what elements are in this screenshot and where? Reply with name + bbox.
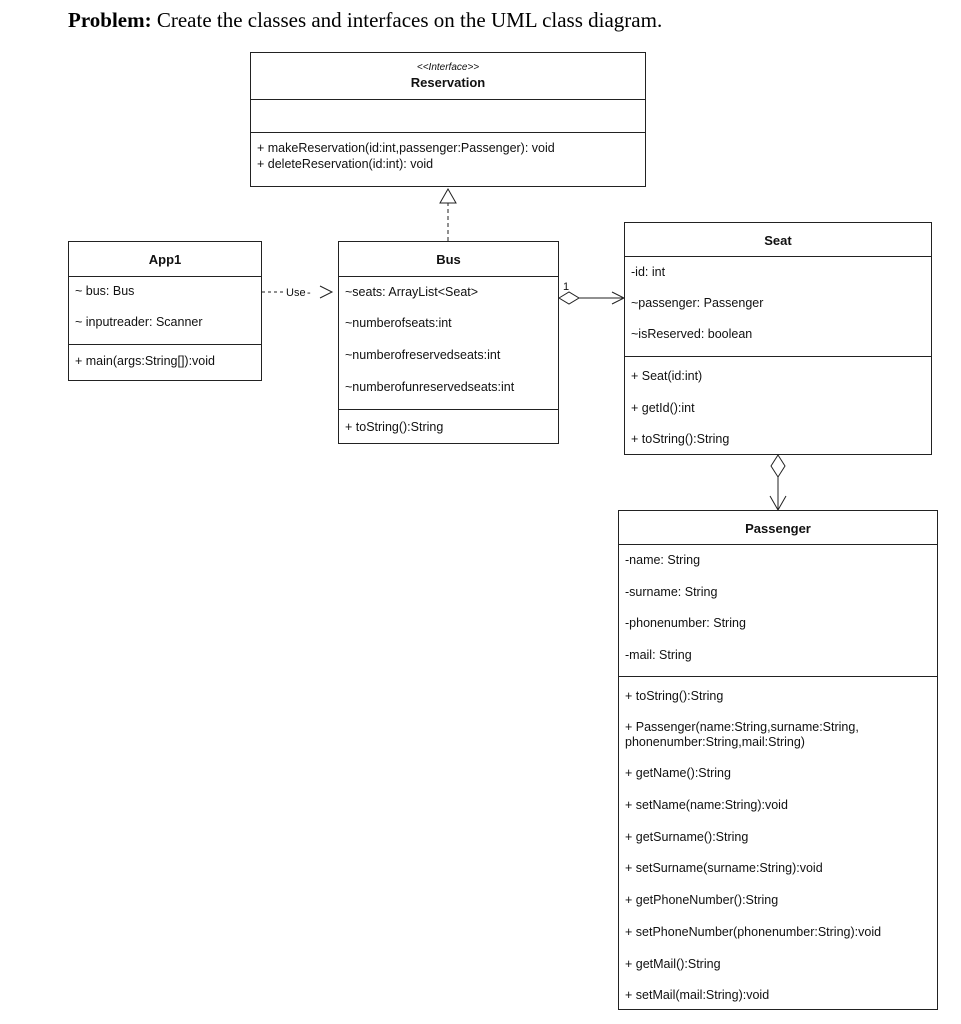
passenger-method: + getName():String xyxy=(625,766,731,780)
passenger-method: + getPhoneNumber():String xyxy=(625,893,779,907)
bus-attribute: ~seats: ArrayList<Seat> xyxy=(345,285,479,299)
passenger-method: + getSurname():String xyxy=(625,830,749,844)
reservation-divider-2 xyxy=(251,132,645,133)
reservation-interface: <<Interface>> Reservation + makeReservat… xyxy=(250,52,646,187)
passenger-attribute: -surname: String xyxy=(625,585,718,599)
app1-method: + main(args:String[]):void xyxy=(75,354,215,368)
seat-attribute: -id: int xyxy=(631,265,666,279)
passenger-divider-1 xyxy=(619,544,937,545)
seat-divider-2 xyxy=(625,356,931,357)
app1-name: App1 xyxy=(148,252,182,267)
bus-seat-aggregation-diamond xyxy=(558,291,580,305)
reservation-name: Reservation xyxy=(410,75,486,90)
app1-divider-1 xyxy=(69,276,261,277)
seat-passenger-aggregation-diamond xyxy=(770,454,786,478)
bus-attribute: ~numberofseats:int xyxy=(345,316,452,330)
passenger-divider-2 xyxy=(619,676,937,677)
bus-divider-1 xyxy=(339,276,558,277)
problem-text: Create the classes and interfaces on the… xyxy=(156,8,663,32)
passenger-method: + setSurname(surname:String):void xyxy=(625,861,823,875)
app1-class: App1 ~ bus: Bus ~ inputreader: Scanner +… xyxy=(68,241,262,381)
passenger-method: + setMail(mail:String):void xyxy=(625,988,770,1002)
app1-attribute: ~ bus: Bus xyxy=(75,284,135,298)
seat-attribute: ~isReserved: boolean xyxy=(631,327,753,341)
bus-class: Bus ~seats: ArrayList<Seat> ~numberofsea… xyxy=(338,241,559,444)
seat-name: Seat xyxy=(764,233,792,248)
bus-attribute: ~numberofunreservedseats:int xyxy=(345,380,515,394)
bus-method: + toString():String xyxy=(345,420,444,434)
reservation-divider-1 xyxy=(251,99,645,100)
app1-divider-2 xyxy=(69,344,261,345)
passenger-method: + setPhoneNumber(phonenumber:String):voi… xyxy=(625,925,882,939)
app1-attribute: ~ inputreader: Scanner xyxy=(75,315,203,329)
bus-seat-multiplicity: 1 xyxy=(563,281,569,293)
reservation-stereotype: <<Interface>> xyxy=(416,62,480,73)
seat-divider-1 xyxy=(625,256,931,257)
seat-class: Seat -id: int ~passenger: Passenger ~isR… xyxy=(624,222,932,455)
passenger-method: + toString():String xyxy=(625,689,724,703)
passenger-attribute: -phonenumber: String xyxy=(625,616,746,630)
passenger-class: Passenger -name: String -surname: String… xyxy=(618,510,938,1010)
passenger-method: + getMail():String xyxy=(625,957,721,971)
passenger-method: + Passenger(name:String,surname:String, … xyxy=(625,720,859,749)
reservation-method: + makeReservation(id:int,passenger:Passe… xyxy=(257,141,555,155)
use-arrowhead xyxy=(319,285,334,299)
realization-arrowhead xyxy=(439,187,457,204)
seat-attribute: ~passenger: Passenger xyxy=(631,296,764,310)
problem-statement: Problem: Create the classes and interfac… xyxy=(68,8,662,33)
reservation-method: + deleteReservation(id:int): void xyxy=(257,157,434,171)
bus-name: Bus xyxy=(436,252,461,267)
bus-divider-2 xyxy=(339,409,558,410)
seat-method: + Seat(id:int) xyxy=(631,369,703,383)
seat-method: + getId():int xyxy=(631,401,695,415)
passenger-name: Passenger xyxy=(745,521,811,536)
passenger-method: + setName(name:String):void xyxy=(625,798,788,812)
use-dashes-right: - xyxy=(307,287,311,299)
problem-label: Problem: xyxy=(68,8,152,32)
passenger-attribute: -name: String xyxy=(625,553,701,567)
use-label: Use xyxy=(286,287,306,299)
seat-method: + toString():String xyxy=(631,432,730,446)
bus-attribute: ~numberofreservedseats:int xyxy=(345,348,501,362)
passenger-attribute: -mail: String xyxy=(625,648,692,662)
